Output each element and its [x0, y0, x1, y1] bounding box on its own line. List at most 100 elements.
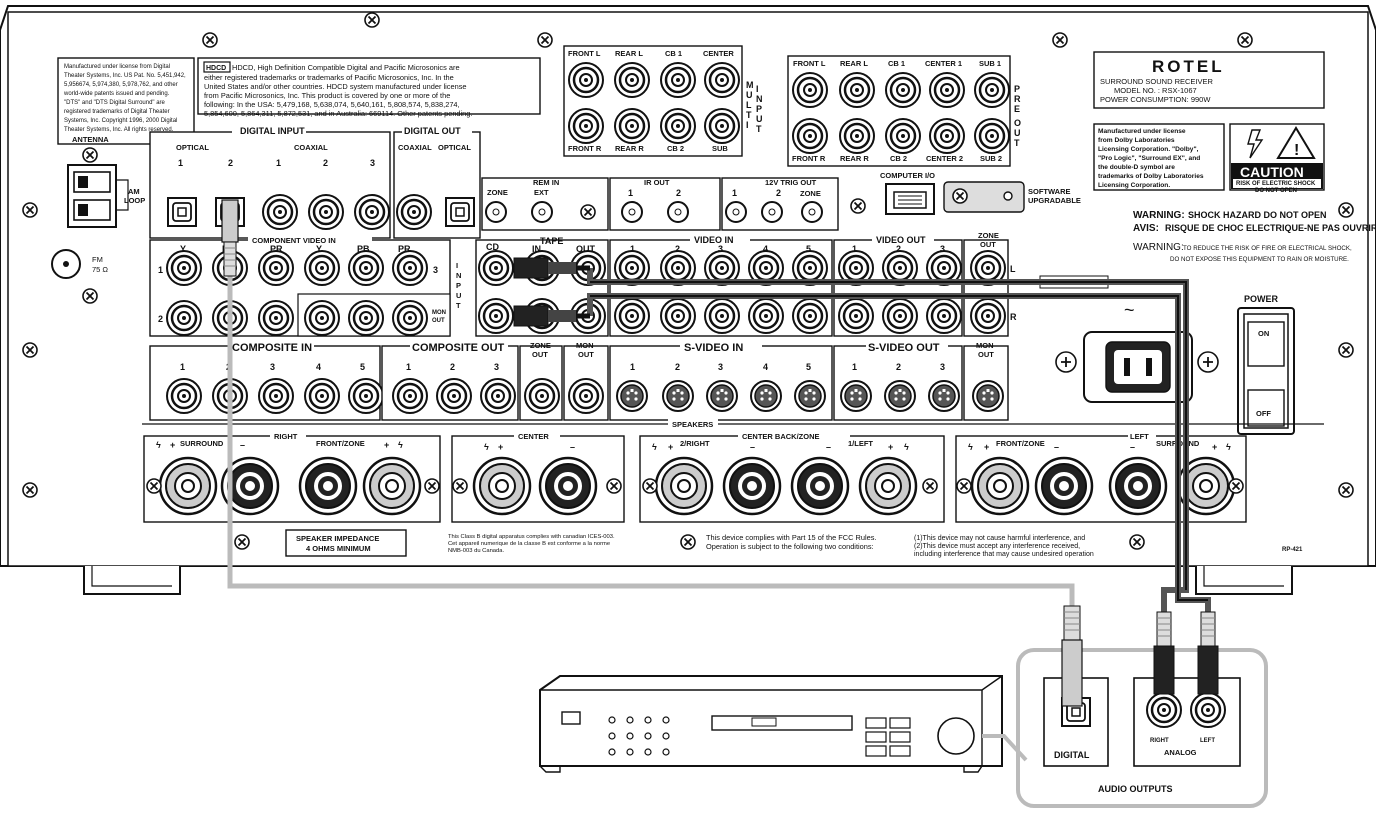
- svg-text:2: 2: [675, 244, 680, 254]
- svg-text:2: 2: [450, 362, 455, 372]
- svg-text:RISQUE DE CHOC ELECTRIQUE-NE P: RISQUE DE CHOC ELECTRIQUE-NE PAS OUVRIR: [1165, 223, 1376, 233]
- svg-text:IN: IN: [532, 244, 541, 254]
- svg-text:–: –: [750, 442, 755, 452]
- svg-text:2: 2: [676, 188, 681, 198]
- svg-text:T: T: [1014, 138, 1020, 148]
- svg-text:trademarks of Dolby Laboratori: trademarks of Dolby Laboratories: [1098, 173, 1204, 180]
- svg-text:1: 1: [628, 188, 633, 198]
- svg-text:COMPUTER I/O: COMPUTER I/O: [880, 171, 935, 180]
- svg-text:M: M: [746, 80, 754, 90]
- svg-text:–: –: [1130, 442, 1135, 452]
- right-foot: [1195, 566, 1293, 595]
- svg-text:5,854,600, 5,864,311, 5,872,53: 5,854,600, 5,864,311, 5,872,531, and in …: [204, 109, 472, 118]
- svg-text:S-VIDEO OUT: S-VIDEO OUT: [868, 342, 940, 354]
- power-switch: POWER ON OFF: [1237, 294, 1295, 435]
- svg-text:2: 2: [896, 362, 901, 372]
- svg-text:VIDEO OUT: VIDEO OUT: [876, 235, 926, 245]
- svg-text:1: 1: [180, 362, 185, 372]
- svg-text:MODEL NO. : RSX-1067: MODEL NO. : RSX-1067: [1114, 86, 1197, 95]
- svg-text:L: L: [1010, 264, 1016, 274]
- svg-text:+: +: [498, 442, 503, 452]
- svg-text:COMPOSITE OUT: COMPOSITE OUT: [412, 342, 505, 354]
- svg-text:FM: FM: [92, 255, 103, 264]
- svg-text:"Pro Logic", "Surround EX", an: "Pro Logic", "Surround EX", and: [1098, 155, 1200, 162]
- svg-text:2: 2: [675, 362, 680, 372]
- svg-text:SURROUND: SURROUND: [180, 439, 224, 448]
- svg-text:–: –: [570, 442, 575, 452]
- svg-text:1: 1: [406, 362, 411, 372]
- svg-text:POWER CONSUMPTION: 990W: POWER CONSUMPTION: 990W: [1100, 95, 1211, 104]
- svg-text:T: T: [746, 110, 752, 120]
- speakers-section: SPEAKERS RIGHT ϟ + SURROUND – FRONT/ZONE…: [142, 418, 1324, 523]
- svg-text:ON: ON: [1258, 329, 1269, 338]
- hdcd-notice: HDCD HDCD, High Definition Compatible Di…: [197, 57, 541, 118]
- svg-text:registered trademarks of Digit: registered trademarks of Digital Theater: [64, 109, 170, 115]
- svg-text:COMPONENT VIDEO IN: COMPONENT VIDEO IN: [252, 236, 336, 245]
- svg-text:(2)This device must accept any: (2)This device must accept any interfere…: [914, 543, 1080, 550]
- svg-text:Operation is subject to the fo: Operation is subject to the following tw…: [706, 542, 874, 551]
- rotel-logo: ROTEL: [1152, 57, 1225, 76]
- svg-text:U: U: [456, 291, 461, 300]
- svg-text:OPTICAL: OPTICAL: [176, 143, 209, 152]
- svg-text:NMB-003 du Canada.: NMB-003 du Canada.: [448, 548, 504, 554]
- svg-text:OPTICAL: OPTICAL: [438, 143, 471, 152]
- svg-text:U: U: [756, 114, 763, 124]
- svg-text:Theater Systems, Inc. All righ: Theater Systems, Inc. All rights reserve…: [64, 127, 174, 133]
- svg-text:SPEAKERS: SPEAKERS: [672, 420, 713, 429]
- audio-outputs-panel: DIGITAL RIGHT LEFT ANALOG AUDIO OUTPUTS: [1016, 648, 1268, 808]
- svg-text:ZONE: ZONE: [530, 341, 551, 350]
- svg-text:ϟ: ϟ: [398, 440, 403, 450]
- audio-input-section: CD TAPE IN OUT: [475, 236, 609, 337]
- svg-text:U: U: [1014, 128, 1021, 138]
- svg-text:2: 2: [896, 244, 901, 254]
- svg-text:SPEAKER IMPEDANCE: SPEAKER IMPEDANCE: [296, 534, 379, 543]
- svg-text:5,956674, 5,974,380, 5,978,762: 5,956674, 5,974,380, 5,978,762, and othe…: [64, 82, 178, 88]
- svg-text:DO NOT OPEN: DO NOT OPEN: [1255, 188, 1297, 194]
- svg-text:HDCD, High Definition Compatib: HDCD, High Definition Compatible Digital…: [232, 63, 460, 72]
- svg-text:3: 3: [370, 158, 375, 168]
- svg-text:–: –: [1054, 442, 1059, 452]
- volume-knob: [937, 717, 975, 755]
- svg-text:(1)This device may not cause h: (1)This device may not cause harmful int…: [914, 535, 1085, 542]
- svg-text:"DTS" and "DTS Digital Surroun: "DTS" and "DTS Digital Surround" are: [64, 100, 166, 106]
- svg-text:–: –: [240, 440, 245, 450]
- svg-text:This device complies with Part: This device complies with Part 15 of the…: [706, 533, 876, 542]
- svg-text:LEFT: LEFT: [1130, 432, 1149, 441]
- svg-text:SHOCK HAZARD DO NOT OPEN: SHOCK HAZARD DO NOT OPEN: [1188, 210, 1327, 220]
- svg-text:4: 4: [763, 362, 768, 372]
- svg-text:including interference that ma: including interference that may cause un…: [914, 551, 1094, 558]
- svg-text:4: 4: [763, 244, 768, 254]
- caution-label: ! CAUTION RISK OF ELECTRIC SHOCK DO NOT …: [1229, 123, 1325, 194]
- svg-text:1: 1: [732, 188, 737, 198]
- svg-text:5: 5: [360, 362, 365, 372]
- svg-text:Y: Y: [180, 244, 186, 254]
- svg-text:ZONE: ZONE: [978, 231, 999, 240]
- dolby-notice: Manufactured under license from Dolby La…: [1093, 123, 1225, 191]
- svg-text:OUT: OUT: [980, 240, 996, 249]
- svg-text:ϟ: ϟ: [156, 440, 161, 450]
- svg-text:1: 1: [158, 265, 163, 275]
- svg-text:–: –: [826, 442, 831, 452]
- svg-text:COAXIAL: COAXIAL: [294, 143, 328, 152]
- svg-text:O: O: [1014, 118, 1021, 128]
- svg-text:FRONT L: FRONT L: [568, 49, 601, 58]
- compliance-text: SPEAKER IMPEDANCE 4 OHMS MINIMUM This Cl…: [285, 529, 1303, 558]
- pre-out-panel: FRONT L REAR L CB 1 CENTER 1 SUB 1 FRONT…: [787, 55, 1021, 167]
- svg-text:1: 1: [852, 362, 857, 372]
- svg-text:AVIS:: AVIS:: [1133, 223, 1159, 234]
- video-out-section: VIDEO OUT 1 2 3: [833, 234, 963, 337]
- svg-text:T: T: [456, 301, 461, 310]
- svg-text:RIGHT: RIGHT: [274, 432, 298, 441]
- svg-text:Theater Systems, Inc. US Pat.: Theater Systems, Inc. US Pat. No. 5,451,…: [64, 73, 186, 79]
- svg-text:ANTENNA: ANTENNA: [72, 135, 109, 144]
- svg-text:MON: MON: [576, 341, 594, 350]
- svg-text:I: I: [456, 261, 458, 270]
- svg-text:ϟ: ϟ: [968, 442, 973, 452]
- hdcd-logo: HDCD: [206, 65, 226, 72]
- svg-text:ϟ: ϟ: [484, 442, 489, 452]
- svg-text:VIDEO IN: VIDEO IN: [694, 235, 734, 245]
- antenna-section: ANTENNA AM LOOP FM 75 Ω: [51, 135, 145, 304]
- svg-text:+: +: [984, 442, 989, 452]
- component-video-section: COMPONENT VIDEO IN Y PR PR Y PB PR 1 2 3…: [149, 234, 461, 337]
